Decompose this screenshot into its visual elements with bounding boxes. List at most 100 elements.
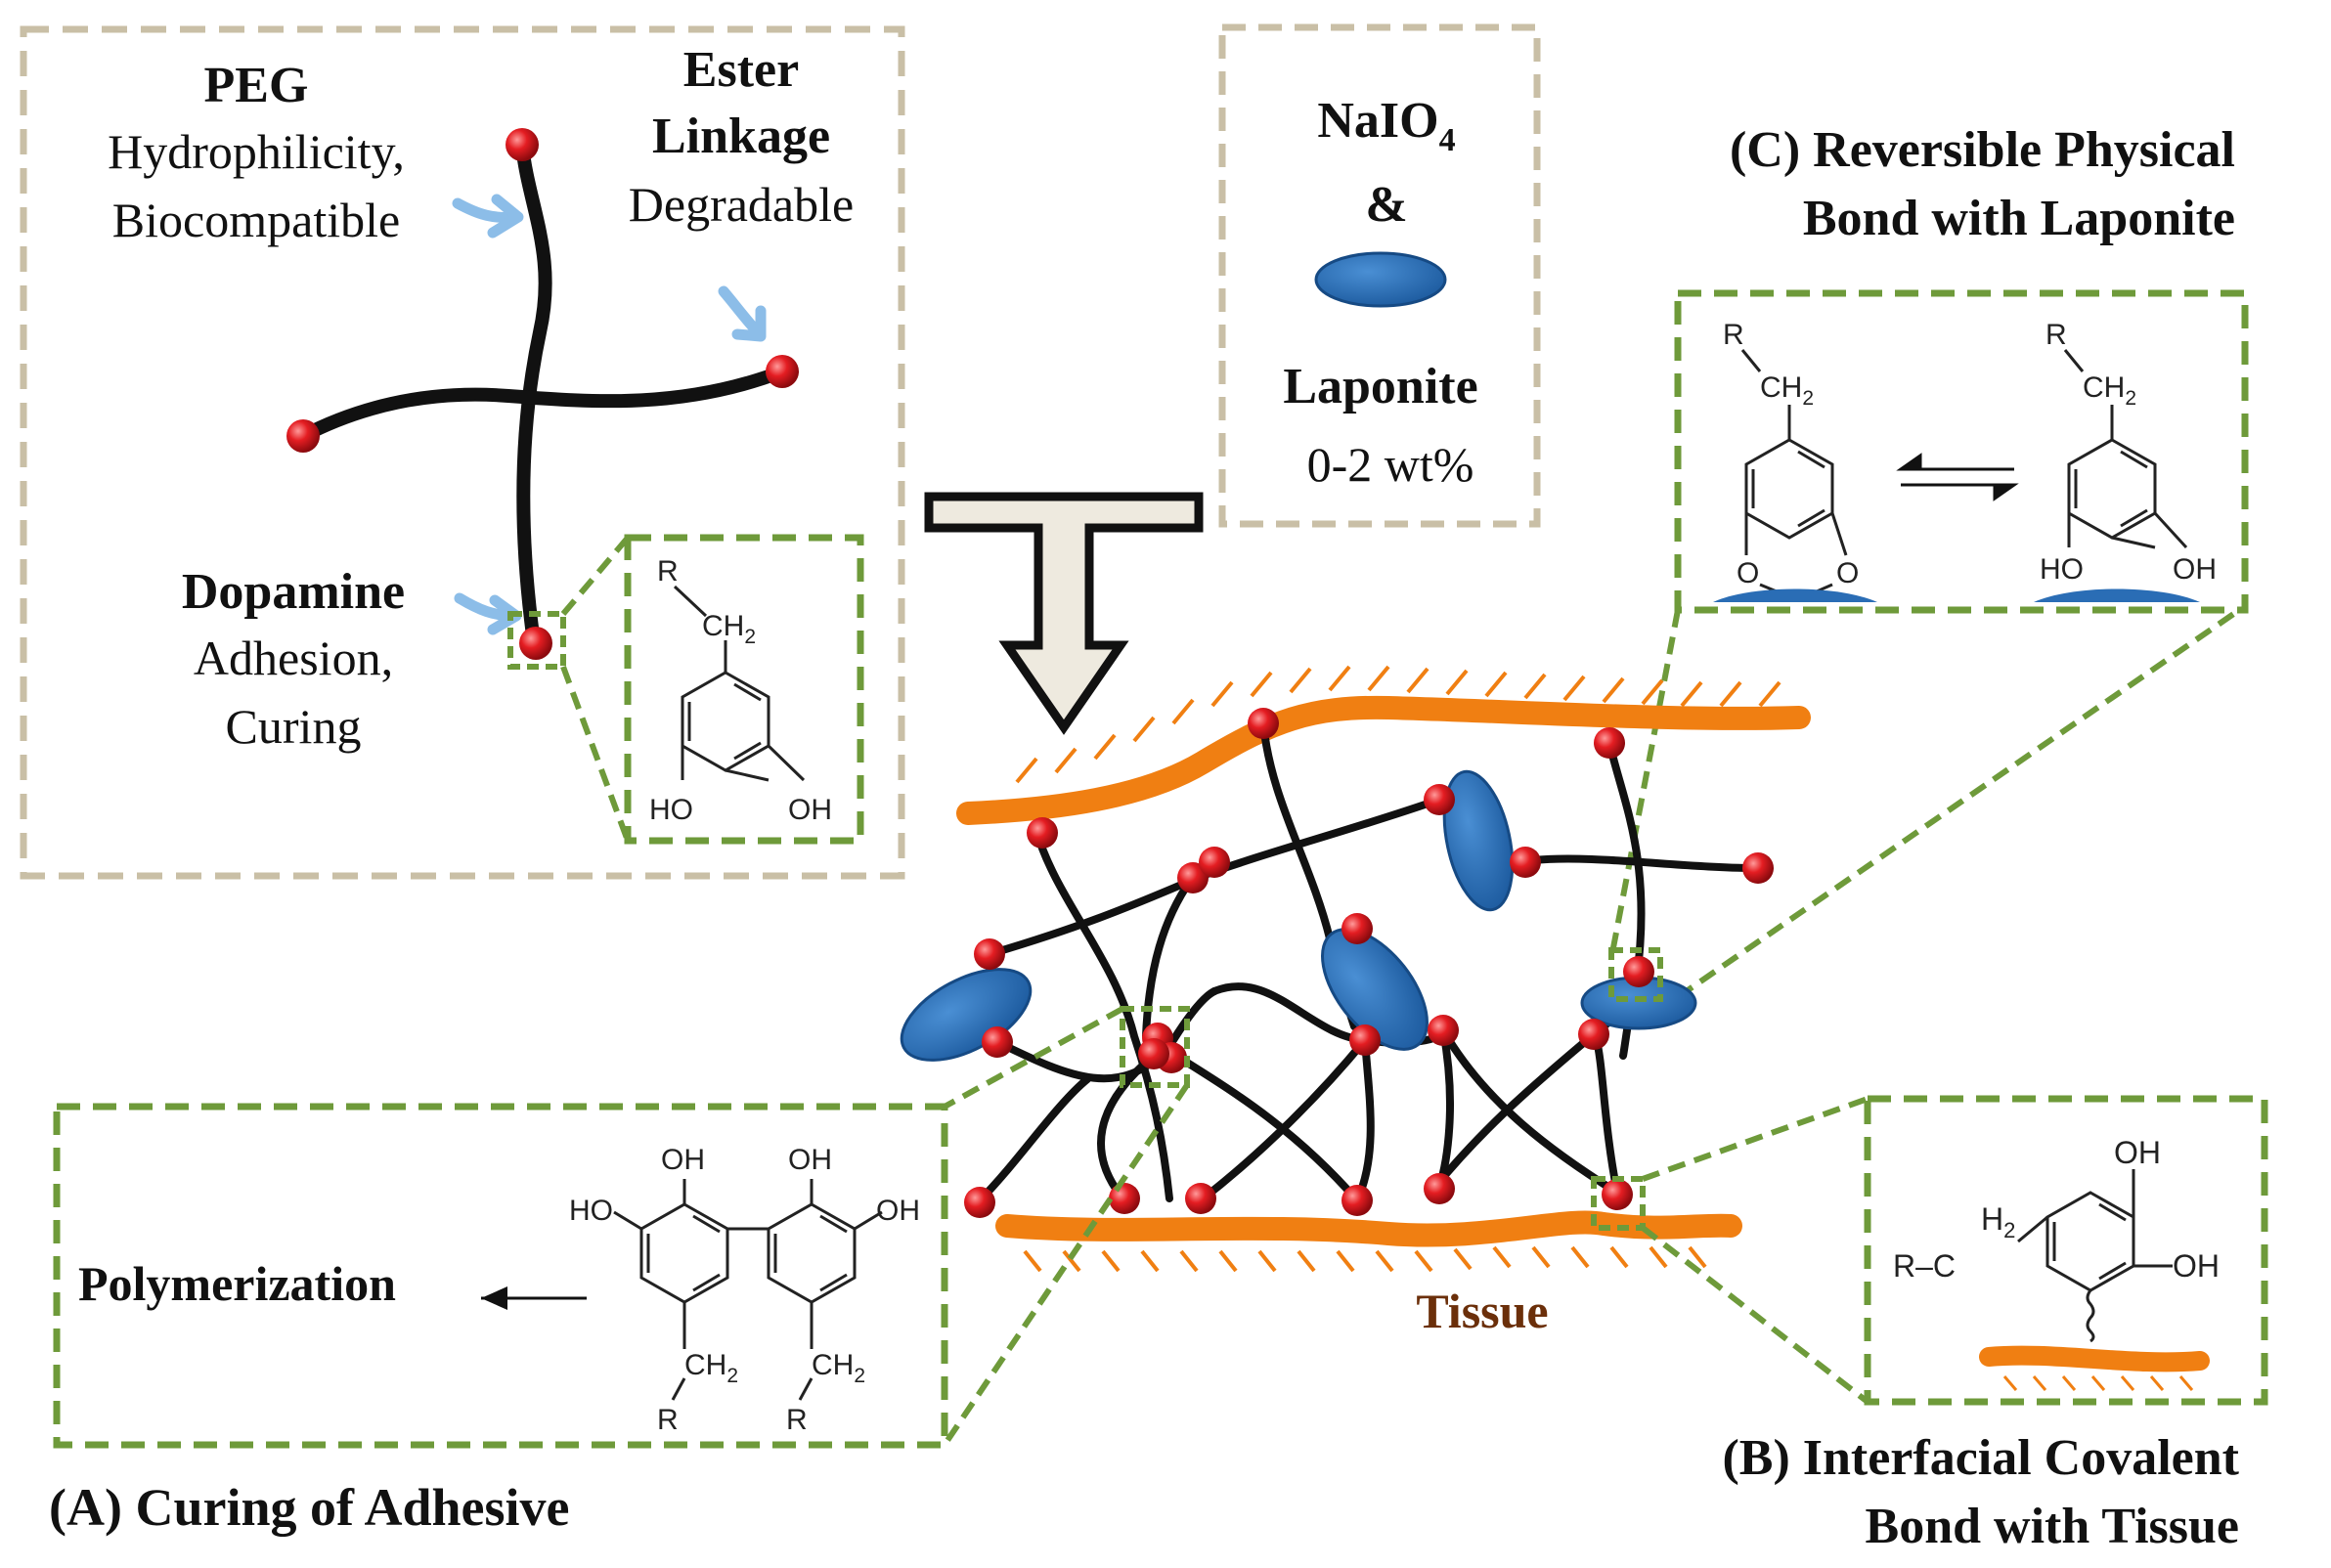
dopamine-node — [1199, 847, 1230, 878]
dopamine-node — [1349, 1024, 1381, 1056]
peg-box-frame — [20, 25, 905, 880]
ampersand-label: & — [1365, 177, 1407, 233]
panel-c-title-line2: Bond with Laponite — [1803, 191, 2235, 246]
dopamine-node — [982, 1026, 1013, 1058]
panel-a-ch2-label: CH2 — [684, 1349, 738, 1387]
dopamine-node — [519, 627, 552, 660]
dopamine-zoom-line — [560, 536, 631, 616]
panel-a-zoom-line — [943, 1006, 1124, 1110]
dopamine-node — [1594, 727, 1625, 759]
laponite-surface — [2034, 588, 2200, 602]
dopamine-node — [1341, 913, 1373, 944]
panel-a-oh-label: OH — [661, 1144, 705, 1176]
panel-c-r-label: R — [1723, 319, 1744, 351]
dopamine-node — [1428, 1015, 1459, 1046]
panel-b-zoom-marker — [1591, 1176, 1646, 1231]
panel-a-oh-label: OH — [788, 1144, 832, 1176]
panel-c-o-label: O — [1737, 557, 1759, 589]
free-catechol — [2063, 349, 2188, 549]
panel-c-zoom-line — [1676, 603, 2247, 1000]
dopamine-r-label: R — [657, 555, 679, 588]
ester-property: Degradable — [629, 177, 854, 232]
laponite-platelets — [900, 769, 1697, 1062]
panel-c-title-line1: (C) Reversible Physical — [1730, 122, 2235, 178]
peg-title: PEG — [204, 58, 309, 113]
panel-c-zoom-line — [1608, 609, 1681, 959]
dopamine-node — [1424, 1173, 1455, 1204]
panel-c-r-label: R — [2045, 319, 2067, 351]
peg-four-arm-polymer — [296, 138, 789, 642]
dopamine-node — [974, 938, 1005, 970]
panel-a-box — [53, 1103, 948, 1449]
panel-a-r-label: R — [786, 1404, 808, 1436]
peg-pointer-arrow-icon — [452, 194, 524, 239]
dopamine-node — [1578, 1019, 1609, 1050]
laponite-platelet — [900, 968, 1033, 1062]
dopamine-structure — [673, 585, 806, 782]
dopamine-node — [1341, 1185, 1373, 1216]
peg-property-line2: Biocompatible — [112, 193, 400, 247]
tissue-bottom-layer — [995, 1210, 1742, 1273]
panel-a-zoom-line — [942, 1083, 1190, 1447]
laponite-icon — [1314, 251, 1447, 308]
dopamine-property-line1: Adhesion, — [194, 631, 393, 685]
panel-b-tissue — [1979, 1345, 2210, 1391]
polymerization-label: Polymerization — [78, 1256, 396, 1311]
dopamine-node — [1138, 1038, 1169, 1069]
dopamine-node — [766, 355, 799, 388]
laponite-label: Laponite — [1283, 359, 1477, 414]
tissue-bound-catechol — [2017, 1169, 2173, 1343]
panel-a-r-label: R — [657, 1404, 679, 1436]
dopamine-property-line2: Curing — [226, 699, 362, 754]
panel-b-zoom-line — [1641, 1225, 1869, 1405]
dopamine-node — [964, 1187, 995, 1218]
panel-b-h2-label: H2 — [1981, 1201, 2015, 1242]
process-arrow-icon — [924, 492, 1204, 735]
laponite-surface — [1713, 588, 1877, 602]
naio4-label: NaIO4 — [1317, 93, 1455, 158]
panel-b-rc-label: R–C — [1893, 1248, 1956, 1284]
panel-c-ch2-label: CH2 — [1760, 371, 1814, 410]
dimer-structure — [613, 1179, 883, 1401]
dopamine-node — [1602, 1179, 1633, 1210]
panel-a-zoom-marker — [1120, 1006, 1190, 1088]
dopamine-ho-label: HO — [649, 794, 693, 826]
panel-c-ch2-label: CH2 — [2083, 371, 2136, 410]
panel-b-oh-label: OH — [2114, 1135, 2161, 1170]
panel-a-oh-label: OH — [876, 1195, 920, 1227]
dopamine-zoom-line — [560, 665, 631, 843]
dopamine-node — [1109, 1183, 1140, 1214]
dopamine-node — [1742, 852, 1774, 884]
ester-title-line1: Ester — [683, 42, 799, 98]
dopamine-node — [286, 419, 320, 453]
ester-title-line2: Linkage — [652, 109, 830, 164]
reagent-box-frame — [1218, 23, 1541, 528]
tissue-label: Tissue — [1416, 1284, 1548, 1338]
equilibrium-arrows-icon — [1896, 453, 2019, 501]
laponite-platelet — [1321, 928, 1429, 1051]
dopamine-ch2-label: CH2 — [702, 610, 756, 648]
panel-c-zoom-marker — [1608, 947, 1663, 1002]
peg-end-groups — [286, 128, 799, 660]
panel-a-caption: (A) Curing of Adhesive — [49, 1478, 570, 1537]
dopamine-zoom-marker — [507, 611, 566, 670]
tissue-top-layer — [956, 665, 1811, 825]
panel-c-oh-label: OH — [2173, 553, 2217, 586]
panel-c-ho-label: HO — [2040, 553, 2084, 586]
panel-b-zoom-line — [1641, 1096, 1869, 1182]
panel-c-o-label: O — [1836, 557, 1859, 589]
dopamine-node — [1248, 708, 1279, 739]
dopamine-node — [1424, 784, 1455, 815]
dopamine-title: Dopamine — [182, 564, 405, 620]
panel-b-caption-line2: Bond with Tissue — [1866, 1499, 2239, 1554]
dopamine-oh-label: OH — [788, 794, 832, 826]
panel-b-caption-line1: (B) Interfacial Covalent — [1722, 1430, 2239, 1486]
dopamine-node — [1185, 1183, 1216, 1214]
peg-property-line1: Hydrophilicity, — [108, 124, 405, 179]
dopamine-node — [1027, 817, 1058, 849]
panel-c-box — [1674, 289, 2249, 614]
dopamine-node — [1623, 956, 1654, 987]
polymer-network-chains — [976, 719, 1762, 1204]
panel-a-ho-label: HO — [569, 1195, 613, 1227]
dopamine-node — [506, 128, 539, 161]
